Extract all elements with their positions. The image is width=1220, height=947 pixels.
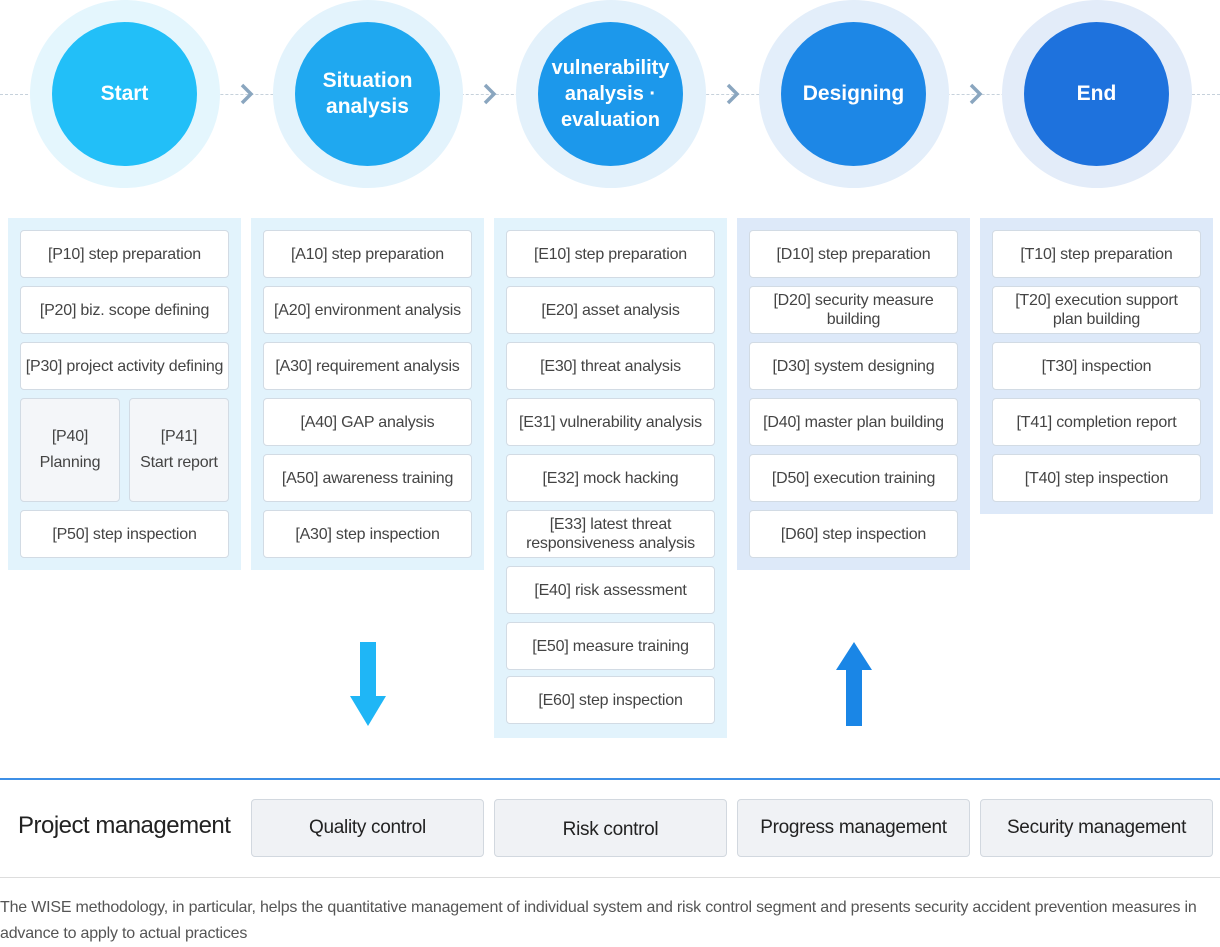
step-item: [T40] step inspection — [992, 454, 1201, 502]
step-item: [D40] master plan building — [749, 398, 958, 446]
step-item: [P10] step preparation — [20, 230, 229, 278]
step-item: [D30] system designing — [749, 342, 958, 390]
step-item: [P50] step inspection — [20, 510, 229, 558]
phase-vulnerability-analysis: vulnerability analysis · evaluation — [516, 0, 706, 188]
step-item: [D60] step inspection — [749, 510, 958, 558]
step-item: [T30] inspection — [992, 342, 1201, 390]
arrow-down-icon — [350, 642, 386, 726]
phase-start: Start — [30, 0, 220, 188]
step-item: [A10] step preparation — [263, 230, 472, 278]
arrow-up-icon — [836, 642, 872, 726]
column-start-steps: [P10] step preparation [P20] biz. scope … — [8, 218, 241, 570]
step-item: [E10] step preparation — [506, 230, 715, 278]
pm-quality-control: Quality control — [251, 799, 484, 857]
step-item: [E20] asset analysis — [506, 286, 715, 334]
step-item: [A30] step inspection — [263, 510, 472, 558]
project-management-divider — [0, 778, 1220, 780]
step-item: [A40] GAP analysis — [263, 398, 472, 446]
step-item: [P20] biz. scope defining — [20, 286, 229, 334]
step-item: [T10] step preparation — [992, 230, 1201, 278]
phase-circle: vulnerability analysis · evaluation — [538, 22, 683, 166]
step-item: [E40] risk assessment — [506, 566, 715, 614]
phase-label: Designing — [802, 82, 905, 105]
step-item: [T41] completion report — [992, 398, 1201, 446]
step-item: [P40] Planning — [20, 398, 120, 502]
step-item: [E33] latest threat responsiveness analy… — [506, 510, 715, 558]
step-item: [E60] step inspection — [506, 676, 715, 724]
chevron-right-icon — [483, 83, 497, 105]
phase-circle: Start — [52, 22, 197, 166]
step-item: [E30] threat analysis — [506, 342, 715, 390]
step-item: [D20] security measure building — [749, 286, 958, 334]
chevron-right-icon — [726, 83, 740, 105]
phase-designing: Designing — [759, 0, 949, 188]
step-item: [E31] vulnerability analysis — [506, 398, 715, 446]
phase-circle: Situation analysis — [295, 22, 440, 166]
step-item: [P30] project activity defining — [20, 342, 229, 390]
column-situation-steps: [A10] step preparation [A20] environment… — [251, 218, 484, 570]
phase-circle: End — [1024, 22, 1169, 166]
pm-risk-control: Risk control — [494, 799, 727, 857]
pm-security-management: Security management — [980, 799, 1213, 857]
phase-end: End — [1002, 0, 1192, 188]
step-item: [D50] execution training — [749, 454, 958, 502]
step-item: [A20] environment analysis — [263, 286, 472, 334]
phase-situation-analysis: Situation analysis — [273, 0, 463, 188]
phase-circle: Designing — [781, 22, 926, 166]
column-end-steps: [T10] step preparation [T20] execution s… — [980, 218, 1213, 514]
phase-label: Situation analysis — [322, 69, 413, 118]
phase-label: End — [1076, 82, 1117, 105]
step-item: [T20] execution support plan building — [992, 286, 1201, 334]
project-management-title: Project management — [18, 812, 231, 839]
step-item: [A30] requirement analysis — [263, 342, 472, 390]
step-item: [E50] measure training — [506, 622, 715, 670]
column-vulnerability-steps: [E10] step preparation [E20] asset analy… — [494, 218, 727, 738]
step-item: [D10] step preparation — [749, 230, 958, 278]
step-sub-row: [P40] Planning [P41] Start report — [20, 398, 229, 510]
phase-label: vulnerability analysis · evaluation — [551, 57, 670, 131]
chevron-right-icon — [969, 83, 983, 105]
phase-label: Start — [100, 82, 149, 105]
step-item: [E32] mock hacking — [506, 454, 715, 502]
step-item: [A50] awareness training — [263, 454, 472, 502]
column-designing-steps: [D10] step preparation [D20] security me… — [737, 218, 970, 570]
chevron-right-icon — [240, 83, 254, 105]
pm-progress-management: Progress management — [737, 799, 970, 857]
footnote-text: The WISE methodology, in particular, hel… — [0, 899, 1197, 942]
step-item: [P41] Start report — [129, 398, 229, 502]
section-divider — [0, 877, 1220, 878]
